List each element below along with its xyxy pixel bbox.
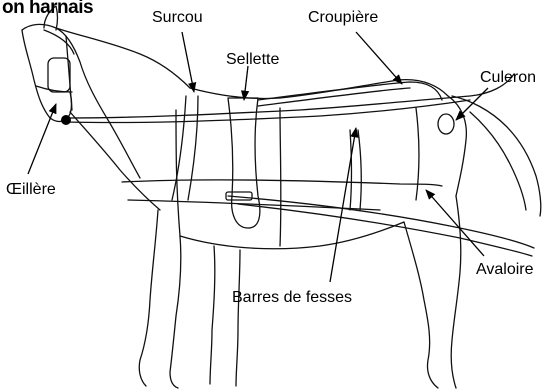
front-leg-left	[139, 210, 158, 386]
bridle-crown	[44, 30, 74, 54]
hind-leg	[404, 222, 438, 388]
label-avaloire: Avaloire	[476, 262, 534, 278]
surcou-strap	[172, 96, 186, 200]
shaft-upper	[228, 196, 534, 248]
horse-mane	[56, 28, 190, 88]
surcou-strap-2	[188, 96, 198, 200]
horse-tail-inner	[470, 112, 526, 210]
pointer-oeillere	[28, 104, 56, 174]
blinker	[48, 58, 70, 92]
sellette-pad	[228, 98, 260, 228]
barre-left	[350, 130, 352, 210]
horse-face	[22, 30, 72, 121]
pointer-sellette	[244, 66, 248, 100]
label-culeron: Culeron	[480, 70, 536, 86]
diagram-title: on harnais	[2, 0, 93, 17]
pointer-surcou	[182, 32, 194, 92]
pointer-barres	[330, 128, 356, 282]
label-croupiere: Croupière	[308, 10, 378, 26]
label-surcou: Surcou	[152, 10, 203, 26]
label-barres-de-fesses: Barres de fesses	[232, 290, 352, 306]
label-sellette: Sellette	[226, 52, 279, 68]
front-leg-right	[210, 246, 215, 384]
horse-rump	[448, 96, 466, 196]
horse-throat	[70, 112, 160, 210]
horse-tail	[452, 96, 541, 216]
front-leg-right-back	[236, 250, 240, 386]
barre-rear	[416, 108, 419, 200]
pointer-croupiere	[356, 32, 402, 84]
pointer-culeron	[456, 88, 488, 120]
front-leg-left-back	[170, 236, 181, 388]
culeron-loop	[438, 114, 454, 134]
bit-ring	[61, 115, 71, 125]
breeching-band	[122, 180, 442, 186]
belly-band-2	[280, 108, 281, 246]
horse-belly	[180, 222, 404, 249]
label-oeillere: Œillère	[6, 182, 56, 198]
bridle-cheek	[66, 36, 72, 110]
barre-right	[358, 130, 361, 210]
